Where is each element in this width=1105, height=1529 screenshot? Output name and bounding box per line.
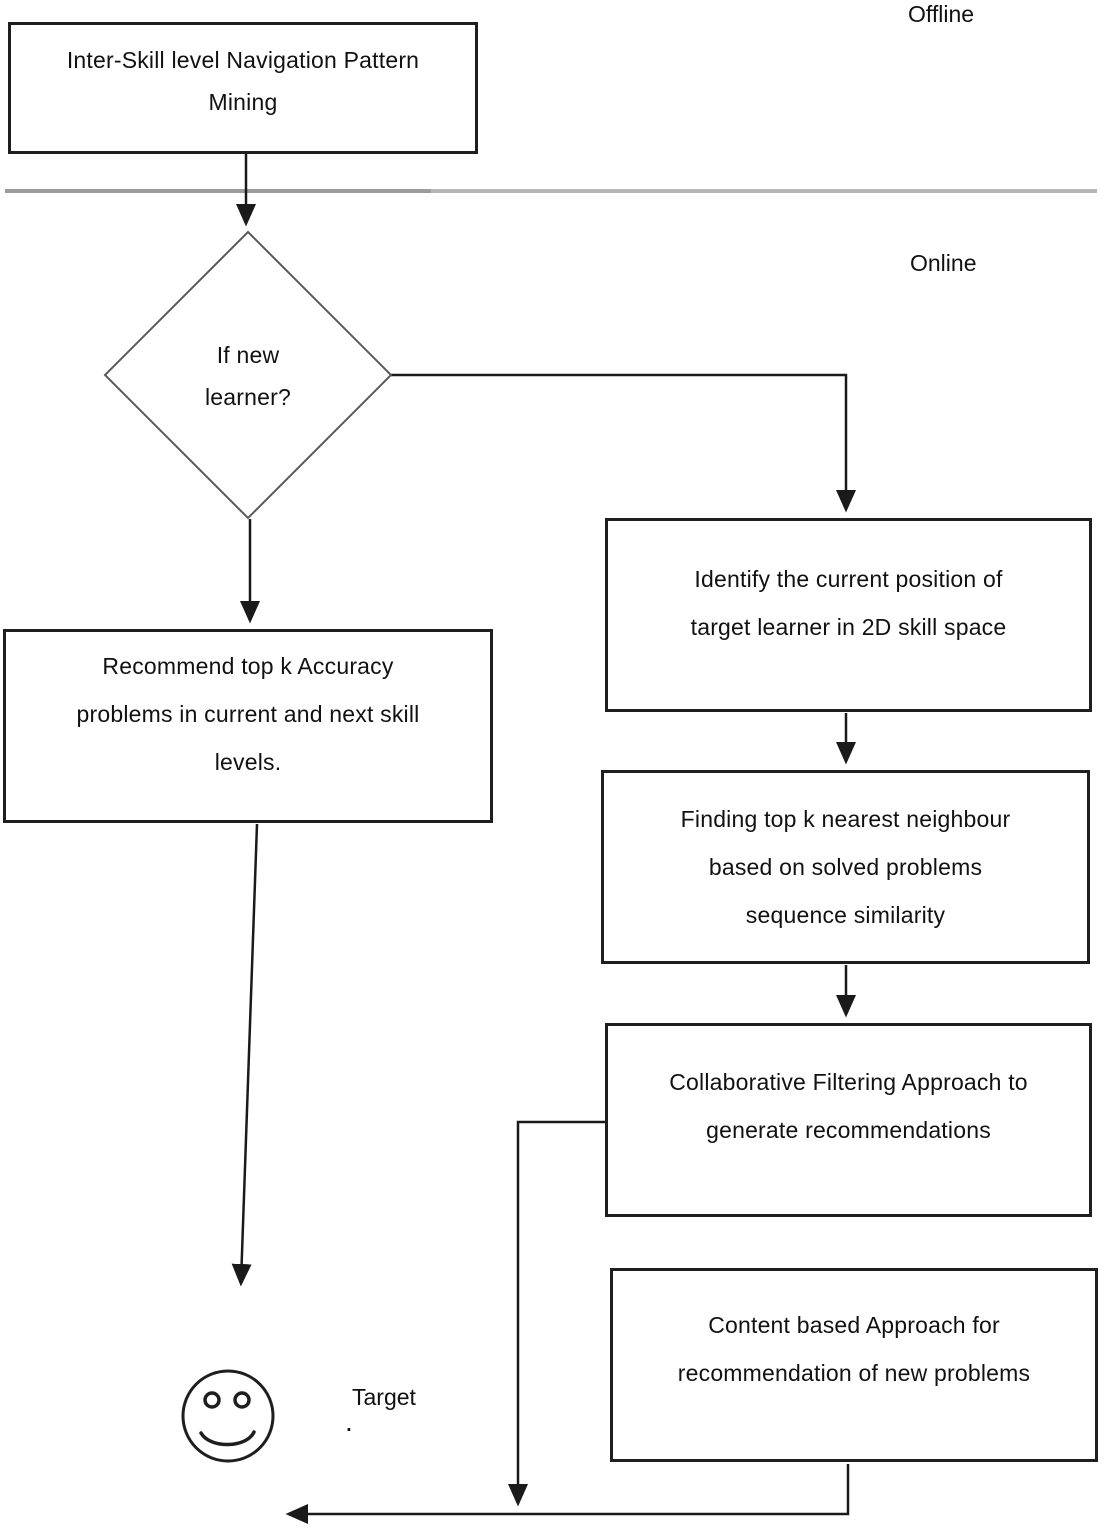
node-recommend-topk: Recommend top k Accuracy problems in cur…	[3, 629, 493, 823]
node-text-line: problems in current and next skill	[76, 701, 420, 727]
node-nearest-neighbour: Finding top k nearest neighbour based on…	[601, 770, 1090, 964]
node-text-line: Identify the current position of	[694, 566, 1003, 592]
node-content-based: Content based Approach for recommendatio…	[610, 1268, 1098, 1462]
node-text-line: Collaborative Filtering Approach to	[669, 1069, 1028, 1095]
node-text-line: Content based Approach for	[708, 1312, 1000, 1338]
label-online: Online	[910, 250, 977, 276]
node-text-line: recommendation of new problems	[677, 1360, 1031, 1386]
smiley-right-eye	[233, 1391, 251, 1409]
node-text-line: based on solved problems	[708, 854, 983, 880]
node-text-line: Recommend top k Accuracy	[102, 653, 394, 679]
node-text-line: sequence similarity	[745, 902, 946, 928]
label-target: Target	[352, 1384, 416, 1410]
node-decision-label: If new learner?	[148, 334, 348, 418]
label-target-period: .	[345, 1406, 353, 1437]
node-text-line: If new	[216, 342, 280, 368]
smiley-left-eye	[203, 1391, 221, 1409]
offline-online-divider	[5, 189, 1097, 193]
smiley-head	[181, 1369, 275, 1463]
decision-diamond-shape	[103, 230, 393, 520]
node-text-line: Inter-Skill level Navigation Pattern	[66, 47, 420, 73]
node-text-line: generate recommendations	[706, 1117, 991, 1143]
connector-decision-to-identify	[391, 373, 856, 513]
label-offline: Offline	[908, 1, 975, 27]
node-collaborative-filtering: Collaborative Filtering Approach to gene…	[605, 1023, 1092, 1217]
node-text-line: levels.	[214, 749, 282, 775]
connector-content-to-target	[285, 1464, 850, 1524]
node-text-line: learner?	[205, 384, 291, 410]
smiley-face-icon	[181, 1369, 275, 1463]
node-identify-position: Identify the current position of target …	[605, 518, 1092, 712]
node-text-line: target learner in 2D skill space	[690, 614, 1007, 640]
connector-collaborative-to-bottom	[508, 1120, 606, 1507]
node-pattern-mining: Inter-Skill level Navigation Pattern Min…	[8, 22, 478, 154]
smiley-mouth	[199, 1430, 256, 1447]
arrow-recommend-to-target	[231, 823, 259, 1287]
node-text-line: Mining	[208, 89, 278, 115]
node-text-line: Finding top k nearest neighbour	[680, 806, 1011, 832]
